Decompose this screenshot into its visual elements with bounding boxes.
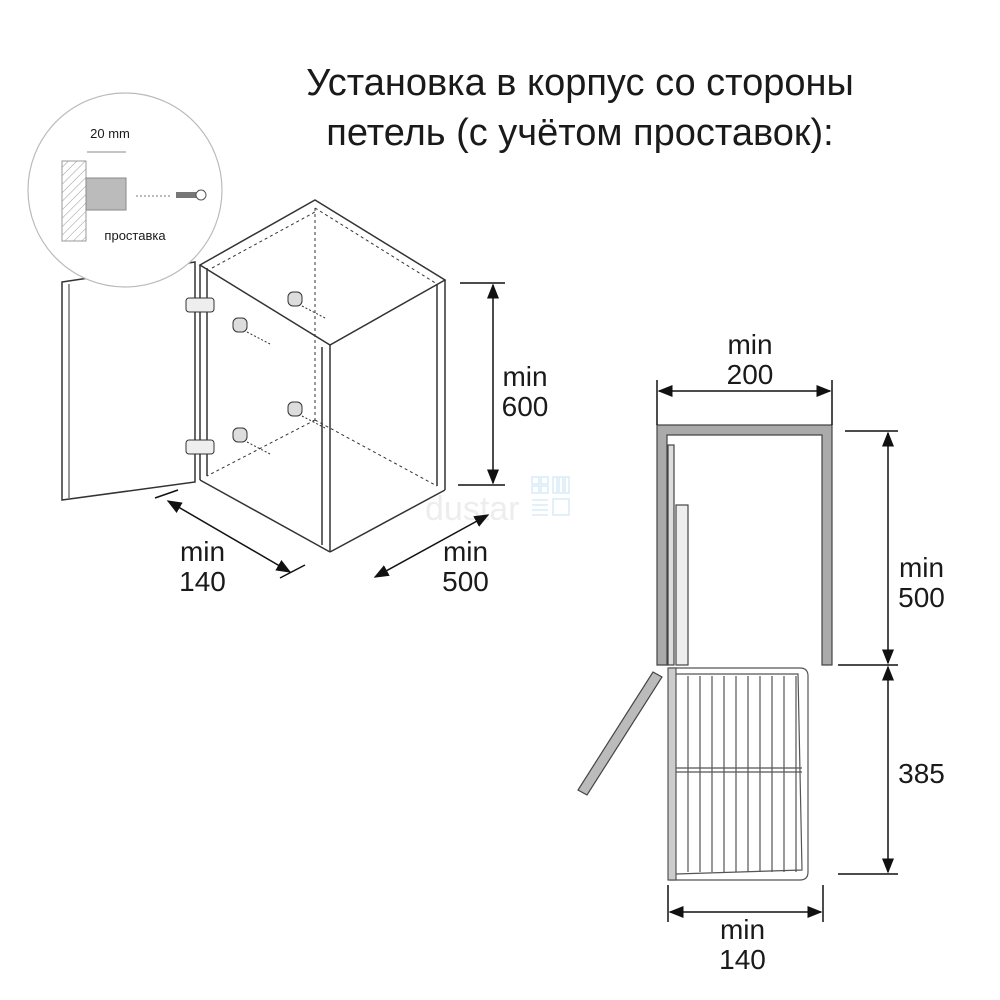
inset-spacer-label: проставка: [104, 228, 166, 243]
dim-text: min: [727, 329, 773, 360]
dim-extension-385: 385: [884, 759, 959, 789]
basket: [667, 667, 809, 881]
page-title: Установка в корпус со стороны петель (с …: [200, 58, 960, 158]
cabinet-3d: [198, 199, 447, 553]
hinge-icon: [185, 297, 215, 455]
dim-value: 385: [898, 758, 945, 789]
spacer-detail-inset: [27, 92, 223, 288]
dim-value: 200: [726, 359, 774, 390]
title-line-2: петель (с учётом проставок):: [326, 112, 834, 154]
svg-text:dustar: dustar: [425, 490, 520, 528]
dim-text: min: [898, 552, 945, 583]
dim-value: 140: [719, 944, 766, 975]
inset-width-label: 20 mm: [90, 126, 130, 141]
dim-text: min: [719, 914, 766, 945]
title-line-1: Установка в корпус со стороны: [306, 62, 854, 104]
cabinet-door: [61, 261, 196, 501]
dim-text: min: [179, 536, 226, 567]
dim-value: 140: [179, 566, 226, 597]
dim-text: min: [502, 361, 548, 392]
dim-text: min: [442, 536, 489, 567]
dim-value: 500: [442, 566, 489, 597]
spacer-icon: [232, 291, 303, 443]
cabinet-top-view: [577, 424, 833, 796]
screw-icon: [176, 189, 207, 201]
dim-value: 600: [501, 391, 549, 422]
dim-value: 500: [898, 582, 945, 613]
